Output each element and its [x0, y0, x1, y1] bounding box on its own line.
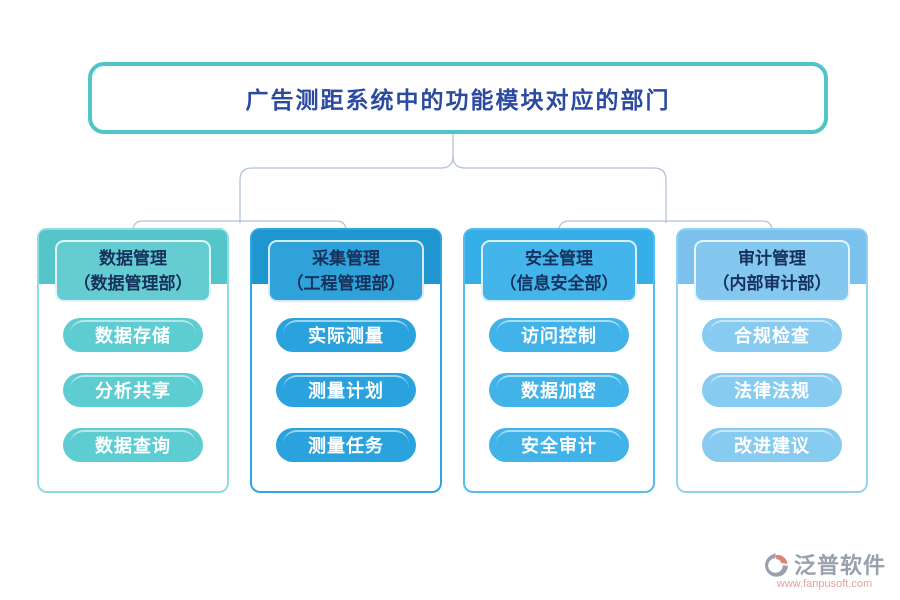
module-columns: 数据管理 （数据管理部） 数据存储 分析共享 数据查询 采集管理 （工程管理部）…	[37, 228, 868, 493]
department-name: （数据管理部）	[73, 274, 193, 293]
module-name: 审计管理	[738, 248, 806, 268]
brand-url: www.fanpusoft.com	[776, 578, 873, 590]
module-item: 数据加密	[489, 373, 629, 407]
module-item: 安全审计	[489, 428, 629, 462]
fanpu-watermark: 泛普软件 www.fanpusoft.com	[763, 548, 886, 590]
module-name: 数据管理	[99, 248, 167, 268]
module-name: 采集管理	[312, 248, 380, 268]
module-item-list: 访问控制 数据加密 安全审计	[465, 318, 653, 462]
module-item: 法律法规	[702, 373, 842, 407]
module-item: 访问控制	[489, 318, 629, 352]
module-item: 改进建议	[702, 428, 842, 462]
module-name: 安全管理	[525, 248, 593, 268]
fanpu-logo-icon	[765, 552, 788, 577]
column-security-management: 安全管理 （信息安全部） 访问控制 数据加密 安全审计	[463, 228, 655, 493]
diagram-title-box: 广告测距系统中的功能模块对应的部门	[88, 62, 828, 134]
brand-name: 泛普软件	[793, 553, 886, 578]
column-collection-management: 采集管理 （工程管理部） 实际测量 测量计划 测量任务	[250, 228, 442, 493]
department-name: （工程管理部）	[286, 274, 406, 293]
diagram-title: 广告测距系统中的功能模块对应的部门	[245, 88, 671, 113]
module-item-list: 数据存储 分析共享 数据查询	[39, 318, 227, 462]
column-header-label: 安全管理 （信息安全部）	[481, 240, 637, 302]
module-item: 测量任务	[276, 428, 416, 462]
column-audit-management: 审计管理 （内部审计部） 合规检查 法律法规 改进建议	[676, 228, 868, 493]
column-data-management: 数据管理 （数据管理部） 数据存储 分析共享 数据查询	[37, 228, 229, 493]
module-item: 分析共享	[63, 373, 203, 407]
module-item: 数据存储	[63, 318, 203, 352]
column-header-label: 数据管理 （数据管理部）	[55, 240, 211, 302]
department-name: （内部审计部）	[712, 274, 832, 293]
column-header-label: 审计管理 （内部审计部）	[694, 240, 850, 302]
column-header-label: 采集管理 （工程管理部）	[268, 240, 424, 302]
module-item: 实际测量	[276, 318, 416, 352]
module-item-list: 实际测量 测量计划 测量任务	[252, 318, 440, 462]
module-item: 测量计划	[276, 373, 416, 407]
module-item-list: 合规检查 法律法规 改进建议	[678, 318, 866, 462]
module-item: 数据查询	[63, 428, 203, 462]
module-item: 合规检查	[702, 318, 842, 352]
department-name: （信息安全部）	[499, 274, 619, 293]
